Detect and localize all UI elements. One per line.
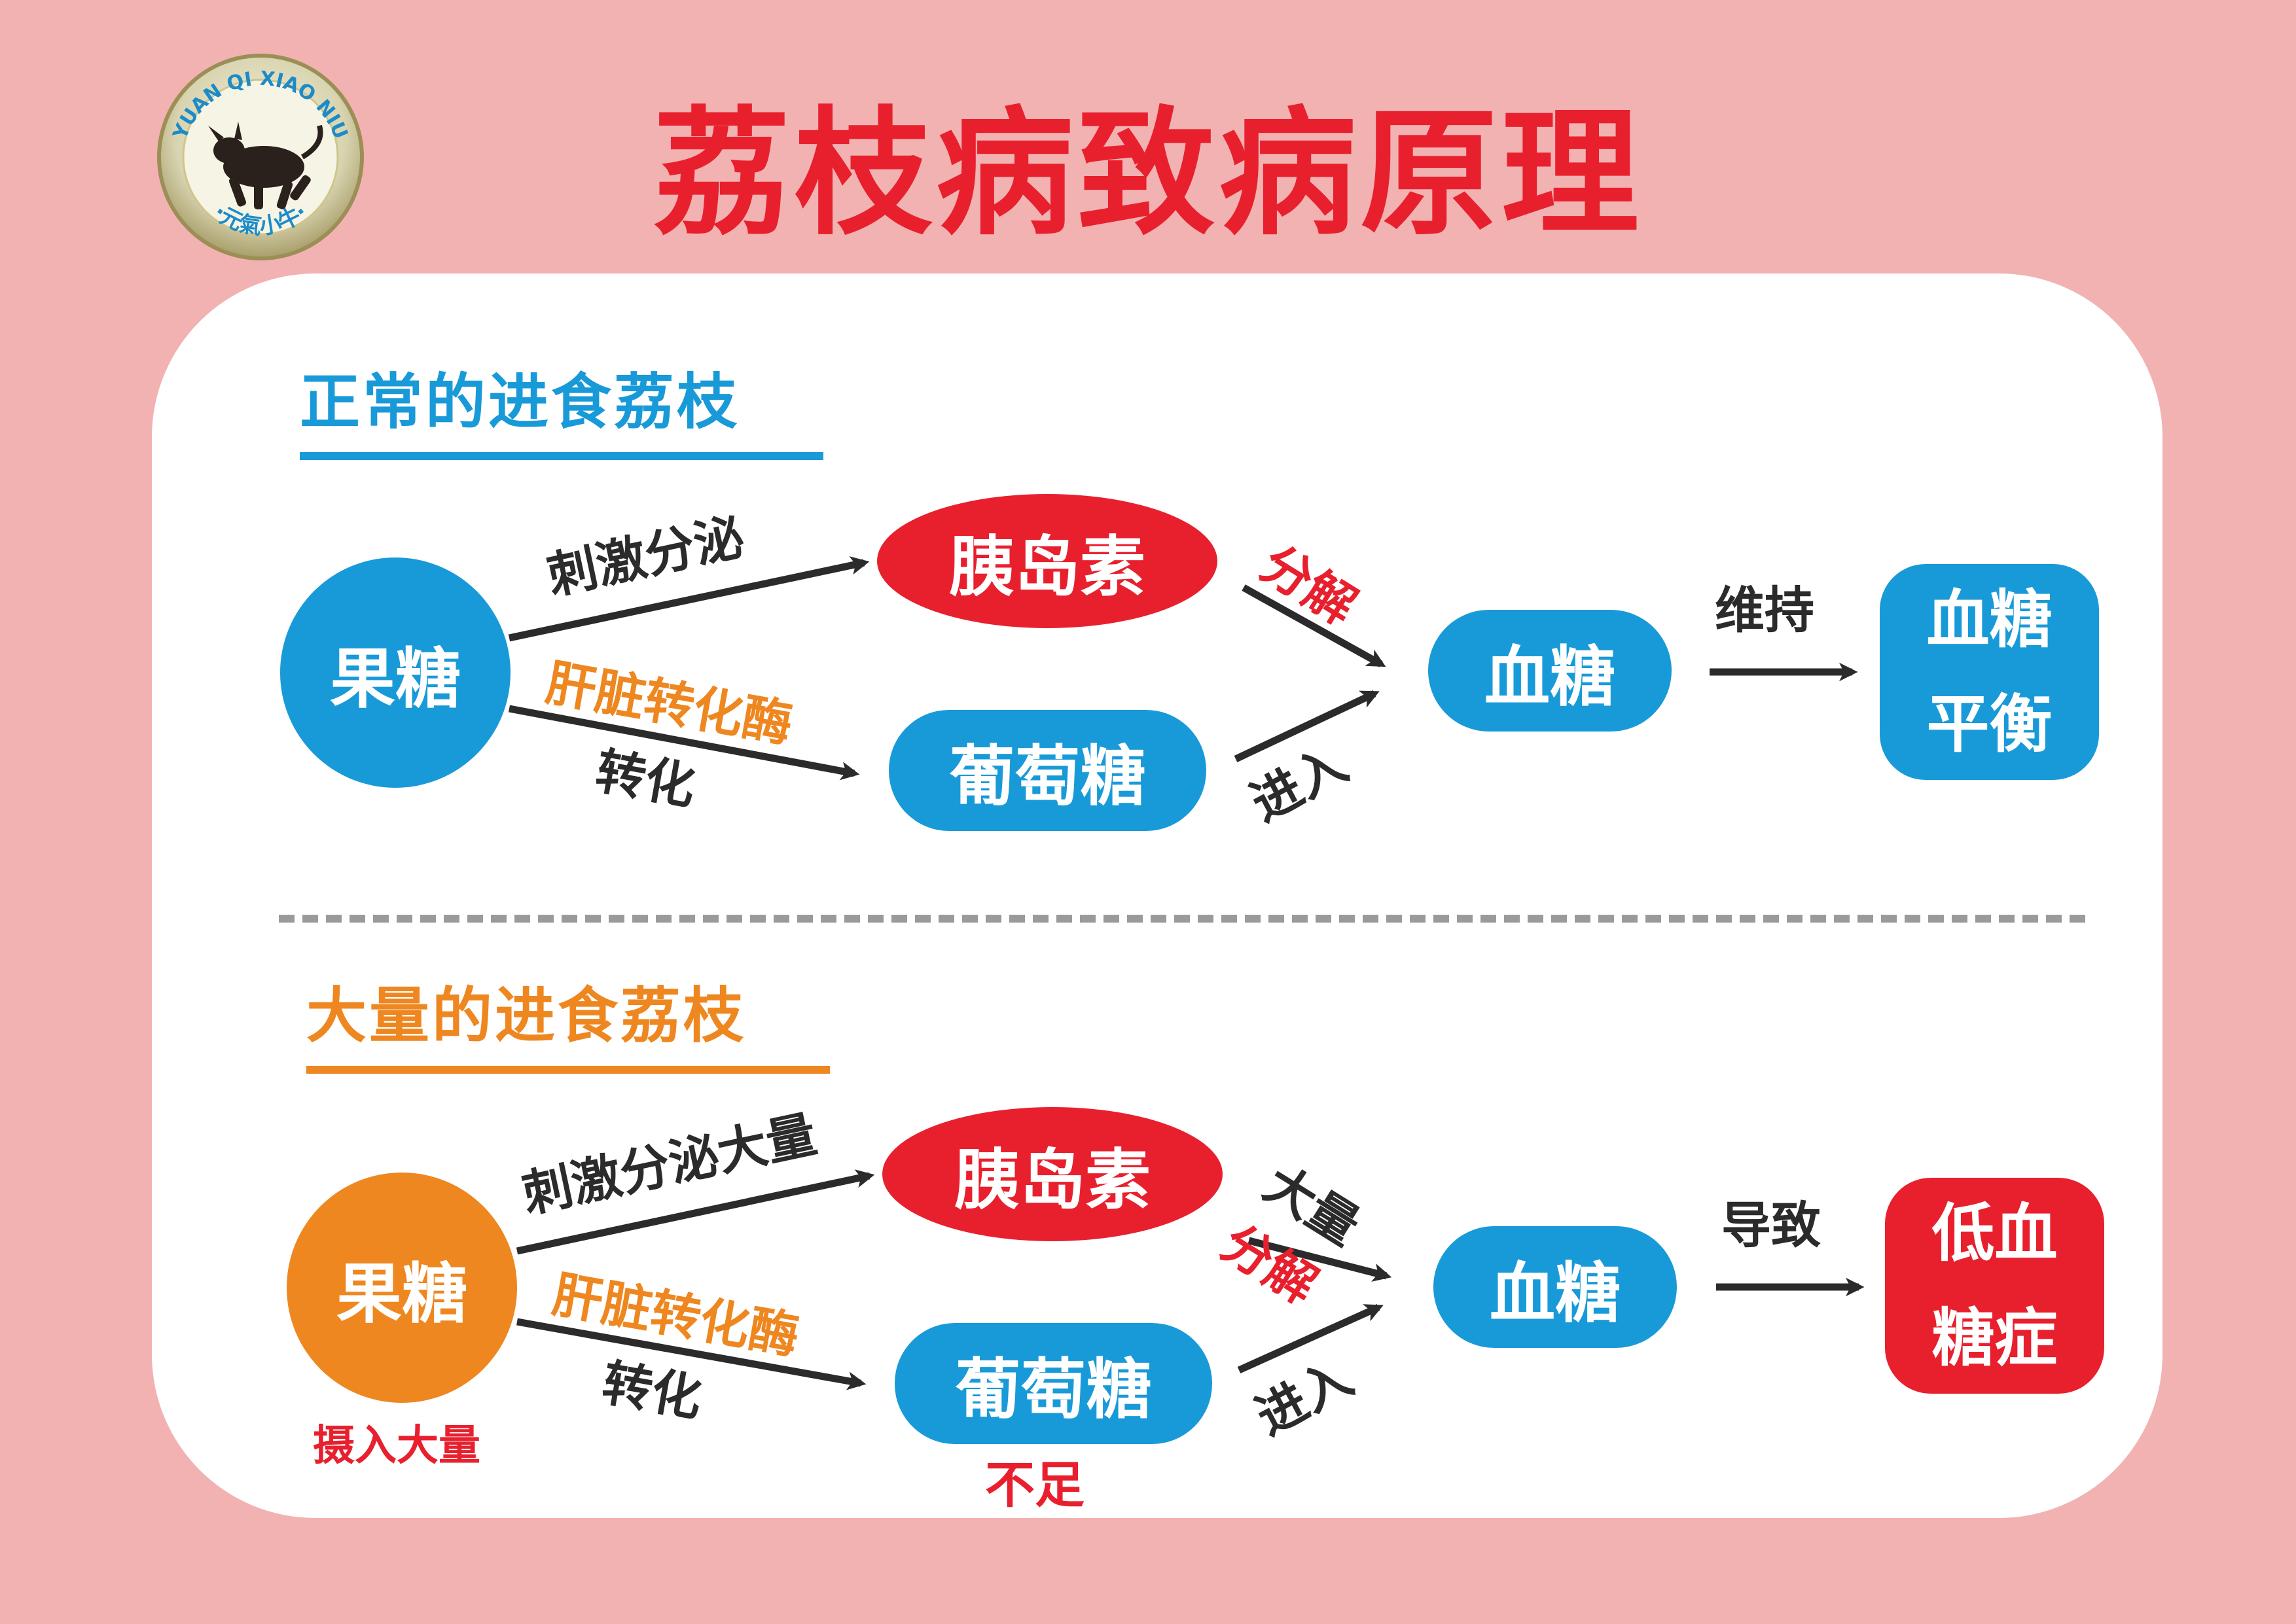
yuanqi-xiaoniu-logo: YUAN QI XIAO NIU ·元氣小牛· [157, 54, 364, 260]
s2-arrow-insulin-bloodsugar [1247, 1237, 1392, 1282]
s1-arrow-fructose-insulin [508, 556, 870, 642]
s1-fructose-node: 果糖 [280, 557, 511, 788]
s2-arrow-fructose-insulin [516, 1169, 875, 1255]
s1-glucose-node: 葡萄糖 [889, 710, 1206, 831]
s1-result-node: 血糖 平衡 [1880, 564, 2099, 780]
s2-glucose-note: 不足 [985, 1456, 1085, 1514]
s1-bloodsugar-node: 血糖 [1428, 610, 1672, 732]
section2-title: 大量的进食荔枝 [306, 967, 830, 1074]
s2-label-cause: 导致 [1721, 1196, 1821, 1254]
s1-label-maintain: 维持 [1715, 581, 1814, 639]
s2-arrow-glucose-bloodsugar [1237, 1303, 1384, 1374]
s2-arrow-fructose-glucose [516, 1318, 867, 1390]
section-divider [279, 915, 2085, 923]
s2-bloodsugar-node: 血糖 [1433, 1226, 1677, 1348]
s1-arrow-insulin-bloodsugar [1242, 584, 1386, 667]
s1-arrow-fructose-glucose [508, 705, 860, 781]
s2-fructose-node: 果糖 [287, 1173, 517, 1403]
section1-title: 正常的进食荔枝 [300, 353, 823, 460]
page-title: 荔枝病致病原理 [653, 94, 1643, 254]
s1-arrow-glucose-bloodsugar [1234, 690, 1380, 762]
s2-result-node: 低血 糖症 [1885, 1178, 2104, 1394]
s1-insulin-node: 胰岛素 [877, 494, 1217, 628]
s2-insulin-node: 胰岛素 [882, 1107, 1223, 1241]
bull-icon [208, 122, 323, 209]
s2-glucose-node: 葡萄糖 [895, 1323, 1212, 1444]
s2-fructose-note: 摄入大量 [313, 1422, 480, 1470]
